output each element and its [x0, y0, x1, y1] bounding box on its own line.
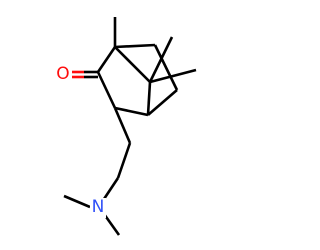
bond-c1-c2	[96, 46, 117, 73]
bond-c1-c6	[114, 43, 156, 49]
carbonyl-double-bond	[72, 70, 98, 79]
bond-c4-c5	[147, 89, 178, 116]
bond-c4-c7	[146, 81, 152, 116]
bond-c7-methyl-a	[148, 36, 174, 83]
bond-c3-ch2	[113, 107, 132, 144]
bond-c1-c7	[114, 46, 151, 83]
bond-ch2-ch2	[116, 142, 132, 179]
bond-c6-c5	[153, 44, 179, 91]
oxygen-label-bg	[55, 64, 71, 84]
bond-ch2-n	[102, 177, 120, 200]
bond-group	[63, 17, 197, 236]
bond-c2-c3	[96, 71, 117, 109]
bond-c7-methyl-b	[149, 68, 197, 84]
nitrogen-label-bg	[90, 198, 106, 218]
oxygen-atom-label: O	[56, 64, 69, 84]
bond-c3-c4	[114, 106, 149, 117]
bond-n-methyl-right	[102, 213, 121, 236]
bond-n-methyl-left	[63, 194, 91, 209]
atom-labels: O N	[55, 64, 106, 218]
nitrogen-atom-label: N	[92, 197, 105, 217]
molecule-structure: O N	[55, 17, 197, 236]
